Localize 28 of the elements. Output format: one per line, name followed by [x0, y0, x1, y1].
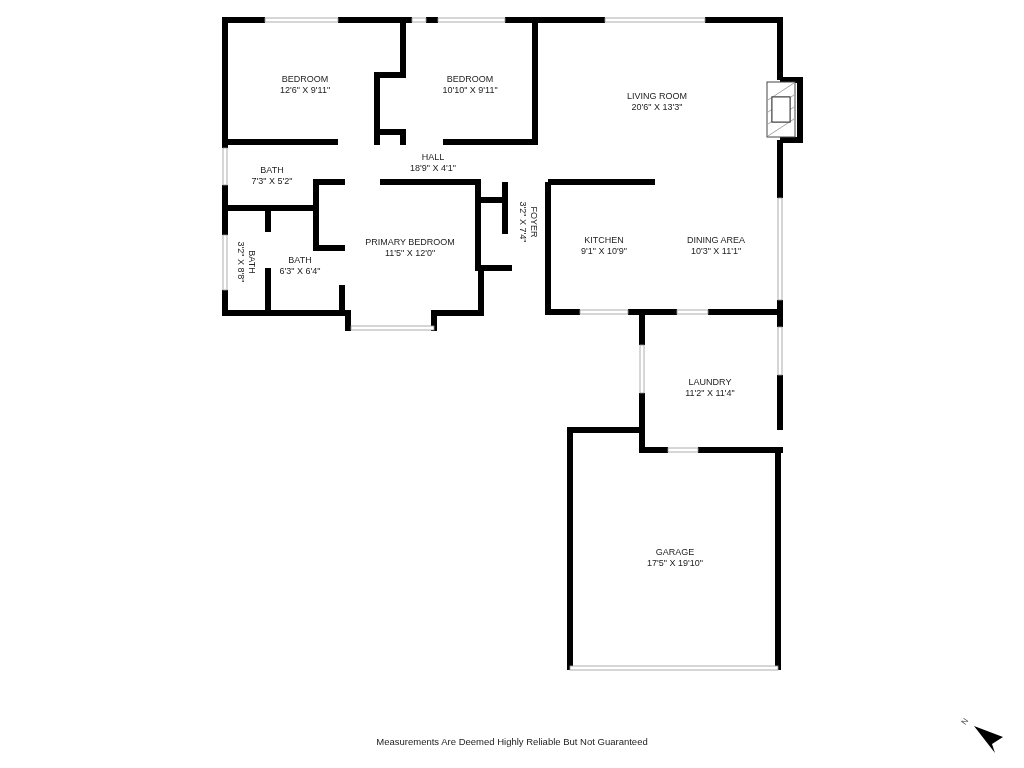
room-name: LAUNDRY: [687, 377, 733, 388]
room-name: KITCHEN: [583, 235, 625, 246]
room-dimensions: 11'5" X 12'0": [383, 248, 437, 259]
north-label: N: [959, 716, 971, 727]
room-name: LIVING ROOM: [627, 91, 687, 102]
room-dimensions: 9'1" X 10'9": [581, 246, 627, 257]
room-name: FOYER: [528, 205, 539, 240]
room-name: BATH: [259, 165, 285, 176]
room-name: BEDROOM: [280, 74, 330, 85]
room-name: BATH: [287, 255, 313, 266]
room-dimensions: 10'3" X 11'1": [689, 246, 743, 257]
room-name: BATH: [246, 249, 257, 276]
room-dimensions: 7'3" X 5'2": [251, 176, 293, 187]
room-dimensions: 3'2" X 7'4": [517, 201, 528, 243]
room-name: PRIMARY BEDROOM: [365, 237, 455, 248]
room-dimensions: 3'2" X 8'8": [235, 241, 246, 283]
room-name: GARAGE: [654, 547, 696, 558]
room-dimensions: 17'5" X 19'10": [647, 558, 703, 569]
room-dimensions: 10'10" X 9'11": [442, 85, 498, 96]
room-name: DINING AREA: [687, 235, 745, 246]
room-dimensions: 6'3" X 6'4": [279, 266, 321, 277]
room-dimensions: 20'6" X 13'3": [630, 102, 684, 113]
room-dimensions: 11'2" X 11'4": [685, 388, 735, 399]
room-dimensions: 12'6" X 9'11": [279, 85, 331, 96]
room-name: HALL: [420, 152, 446, 163]
disclaimer-caption: Measurements Are Deemed Highly Reliable But Not Guaranteed: [376, 736, 648, 747]
room-dimensions: 18'9" X 4'1": [410, 163, 456, 174]
room-name: BEDROOM: [445, 74, 495, 85]
